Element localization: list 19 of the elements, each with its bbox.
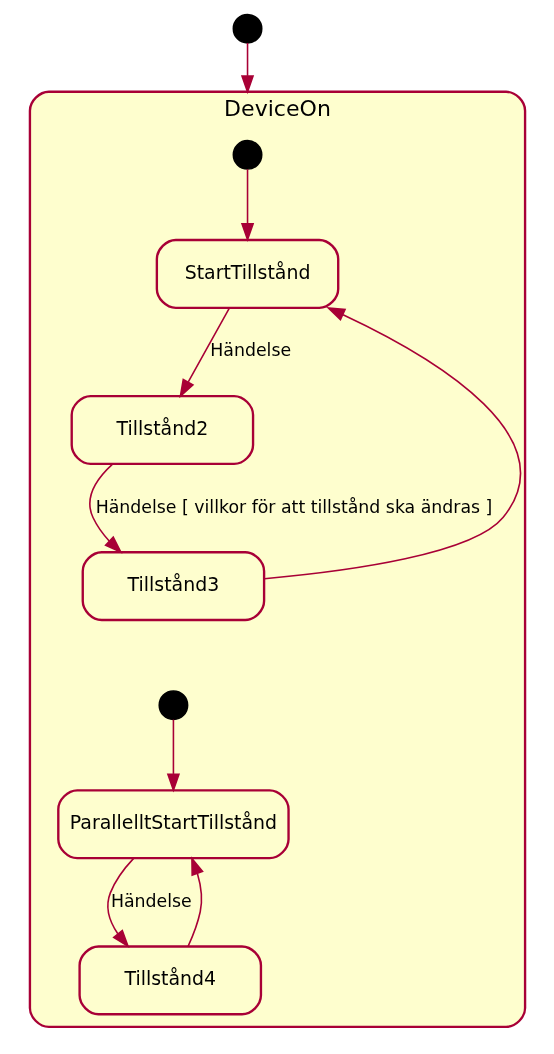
edge-label: Händelse [ villkor för att tillstånd ska ändras ] [95,496,492,517]
arrow [106,857,134,949]
node-box: Tillstånd2 [70,394,254,466]
arrow [263,307,521,580]
node-box: Tillstånd3 [81,551,265,622]
node-circle [157,690,188,721]
node-circle [232,139,263,170]
arrow [186,856,204,948]
arrow [240,168,254,243]
arrow [178,307,230,399]
arrow [166,718,180,793]
node-box: Tillstånd4 [77,945,262,1016]
node-box: ParallelltStartTillstånd [56,789,290,860]
arrow [88,463,123,554]
arrow [240,42,254,95]
edge-label: Händelse [209,340,291,361]
node-circle [232,13,263,44]
edge-label: Händelse [110,890,192,911]
node-box: StartTillstånd [155,238,339,309]
